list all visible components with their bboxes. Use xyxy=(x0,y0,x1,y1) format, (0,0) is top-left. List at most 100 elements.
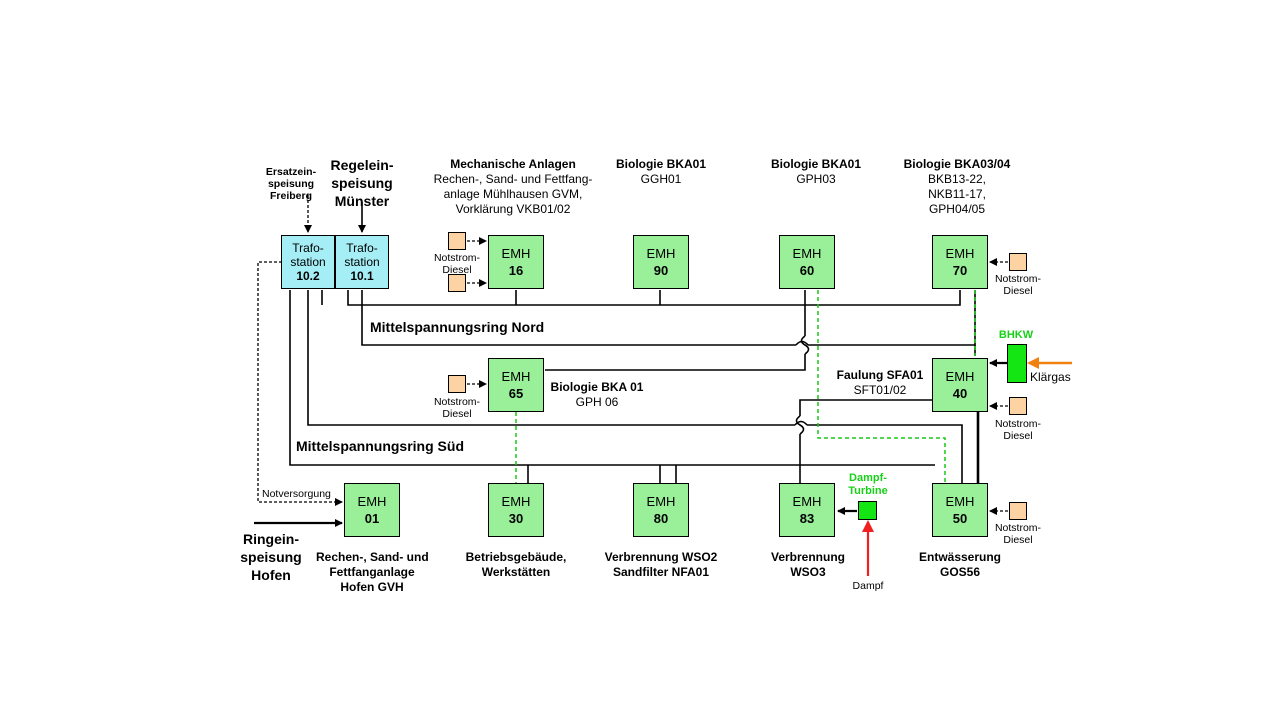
b50-l2: GOS56 xyxy=(939,565,981,579)
label-ring-l1: Ringein- xyxy=(243,531,299,547)
label-dampf-turbine: Dampf- Turbine xyxy=(838,472,898,498)
faulung-title: Faulung SFA01 xyxy=(836,368,924,382)
trafo-10-2-l1: Trafo- xyxy=(292,241,324,255)
label-biologie-bka0304: Biologie BKA03/04 BKB13-22, NKB11-17, GP… xyxy=(892,157,1022,217)
emh-30-label: EMH xyxy=(501,494,531,509)
bio3-l3: GPH04/05 xyxy=(928,202,986,216)
emh-83[interactable]: EMH 83 xyxy=(779,483,835,537)
label-regel-l3: Münster xyxy=(334,193,390,209)
diesel-50-l2: Diesel xyxy=(1003,534,1033,546)
b30-l1: Betriebsgebäude, xyxy=(465,550,567,564)
emh-16-label: EMH xyxy=(501,246,531,261)
dampf-turbine-l1: Dampf- xyxy=(849,472,887,484)
emh-65[interactable]: EMH 65 xyxy=(488,358,544,412)
diesel-50[interactable] xyxy=(1009,502,1027,520)
b50-l1: Entwässerung xyxy=(918,550,1002,564)
label-klaergas: Klärgas xyxy=(1030,370,1071,384)
emh-90-num: 90 xyxy=(653,263,669,278)
label-b80: Verbrennung WSO2 Sandfilter NFA01 xyxy=(598,550,724,580)
faulung-sub: SFT01/02 xyxy=(853,383,907,397)
emh-16[interactable]: EMH 16 xyxy=(488,235,544,289)
label-ring-l2: speisung xyxy=(240,549,302,565)
dampf-turbine-unit[interactable] xyxy=(858,501,877,520)
label-b01: Rechen-, Sand- und Fettfanganlage Hofen … xyxy=(316,550,429,595)
emh-83-num: 83 xyxy=(799,511,815,526)
bhkw-unit[interactable] xyxy=(1007,344,1027,383)
diesel-70[interactable] xyxy=(1009,253,1027,271)
label-ringeinspeisung: Ringein- speisung Hofen xyxy=(236,530,306,584)
label-b50: Entwässerung GOS56 xyxy=(908,550,1012,580)
label-notversorgung: Notversorgung xyxy=(262,488,331,500)
diesel-50-l1: Notstrom- xyxy=(994,522,1042,534)
diesel-70-l2: Diesel xyxy=(1003,285,1033,297)
label-diesel-50: Notstrom- Diesel xyxy=(988,522,1048,546)
emh-70[interactable]: EMH 70 xyxy=(932,235,988,289)
emh-16-num: 16 xyxy=(508,263,524,278)
trafo-10-1-num: 10.1 xyxy=(350,269,374,283)
bio2-title: Biologie BKA01 xyxy=(770,157,861,171)
dampf-turbine-l2: Turbine xyxy=(848,485,888,497)
b83-l2: WSO3 xyxy=(790,565,826,579)
b80-l2: Sandfilter NFA01 xyxy=(612,565,710,579)
bio3-l2: NKB11-17, xyxy=(928,187,986,201)
bio3-l1: BKB13-22, xyxy=(927,172,987,186)
bio1-sub: GGH01 xyxy=(640,172,682,186)
mech-l3: Vorklärung VKB01/02 xyxy=(455,202,571,216)
diesel-65[interactable] xyxy=(448,375,466,393)
emh-60-label: EMH xyxy=(792,246,822,261)
diesel-70-l1: Notstrom- xyxy=(994,273,1042,285)
emh-60-num: 60 xyxy=(799,263,815,278)
b01-l2: Fettfanganlage xyxy=(329,565,415,579)
emh-01-label: EMH xyxy=(357,494,387,509)
emh-50-num: 50 xyxy=(952,511,968,526)
emh-01-num: 01 xyxy=(364,511,380,526)
trafo-10-2-num: 10.2 xyxy=(296,269,320,283)
label-diesel-70: Notstrom- Diesel xyxy=(988,273,1048,297)
ring-nord-top xyxy=(347,290,961,306)
diesel-16-a[interactable] xyxy=(448,232,466,250)
label-ersatz: Ersatzein- speisung Freiberg xyxy=(256,166,326,202)
emh-90-label: EMH xyxy=(646,246,676,261)
diesel-40[interactable] xyxy=(1009,397,1027,415)
emh-90[interactable]: EMH 90 xyxy=(633,235,689,289)
emh-01[interactable]: EMH 01 xyxy=(344,483,400,537)
b83-l1: Verbrennung xyxy=(770,550,845,564)
emh-60[interactable]: EMH 60 xyxy=(779,235,835,289)
diesel-16-l2: Diesel xyxy=(442,264,472,276)
bio65-title: Biologie BKA 01 xyxy=(550,380,644,394)
label-ersatz-l1: Ersatzein- xyxy=(265,166,317,178)
label-b30: Betriebsgebäude, Werkstätten xyxy=(458,550,574,580)
emh-80-label: EMH xyxy=(646,494,676,509)
b30-l2: Werkstätten xyxy=(481,565,551,579)
label-ring-sued: Mittelspannungsring Süd xyxy=(296,438,464,454)
label-diesel-16: Notstrom- Diesel xyxy=(428,252,486,276)
emh-40-label: EMH xyxy=(945,369,975,384)
emh-30[interactable]: EMH 30 xyxy=(488,483,544,537)
emh-40-num: 40 xyxy=(952,386,968,401)
emh-50[interactable]: EMH 50 xyxy=(932,483,988,537)
emh-70-label: EMH xyxy=(945,246,975,261)
bio65-sub: GPH 06 xyxy=(575,395,619,409)
emh-80[interactable]: EMH 80 xyxy=(633,483,689,537)
label-biologie-gph03: Biologie BKA01 GPH03 xyxy=(755,157,877,187)
diesel-40-l2: Diesel xyxy=(1003,430,1033,442)
label-diesel-65: Notstrom- Diesel xyxy=(428,396,486,420)
ring-sued xyxy=(307,290,795,426)
b01-l1: Rechen-, Sand- und xyxy=(316,550,429,564)
emh-30-num: 30 xyxy=(508,511,524,526)
b01-l3: Hofen GVH xyxy=(340,580,404,594)
trafo-station-10-1[interactable]: Trafo- station 10.1 xyxy=(335,235,389,289)
label-faulung: Faulung SFA01 SFT01/02 xyxy=(830,368,930,398)
label-regel: Regelein- speisung Münster xyxy=(326,156,398,210)
ring-nord-bottom xyxy=(361,290,796,346)
diesel-16-b[interactable] xyxy=(448,274,466,292)
emh-65-num: 65 xyxy=(508,386,524,401)
emh-40[interactable]: EMH 40 xyxy=(932,358,988,412)
trafo-station-10-2[interactable]: Trafo- station 10.2 xyxy=(281,235,335,289)
trafo-10-2-l2: station xyxy=(290,255,326,269)
label-bhkw: BHKW xyxy=(998,329,1034,341)
emh-50-label: EMH xyxy=(945,494,975,509)
label-diesel-40: Notstrom- Diesel xyxy=(988,418,1048,442)
label-dampf: Dampf xyxy=(852,580,884,592)
mech-title: Mechanische Anlagen xyxy=(450,157,576,171)
